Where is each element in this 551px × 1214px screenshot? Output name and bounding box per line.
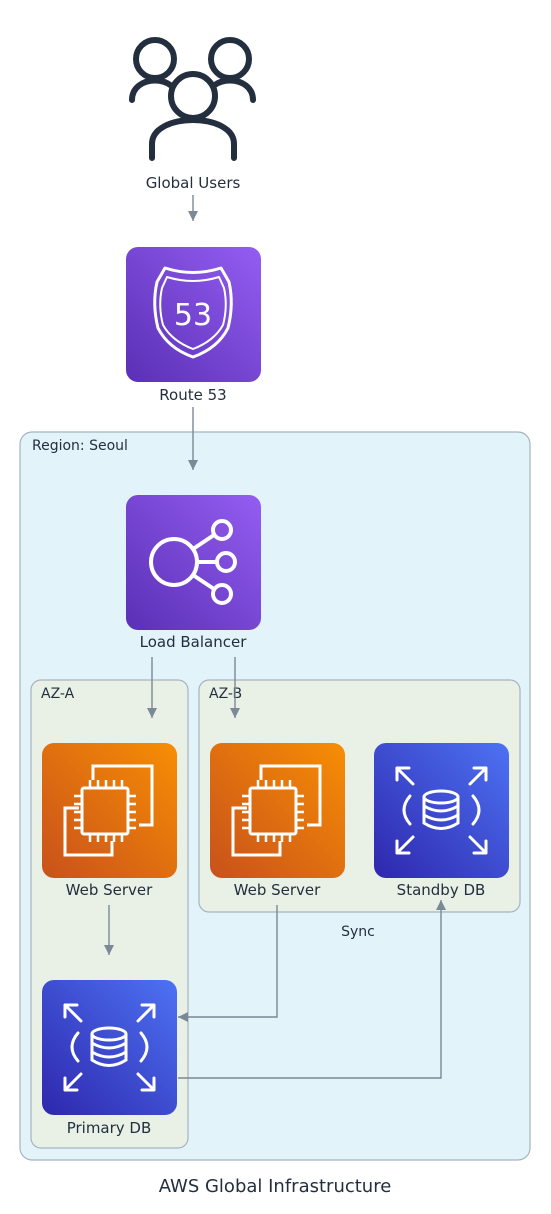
ec2-chip-icon xyxy=(231,764,322,857)
route53-label: Route 53 xyxy=(159,386,226,404)
diagram-title: AWS Global Infrastructure xyxy=(159,1176,392,1197)
primary-db-node: Primary DB xyxy=(42,980,177,1137)
load-balancer-node: Load Balancer xyxy=(126,495,261,651)
web-server-a-node: Web Server xyxy=(42,743,177,899)
ec2-chip-icon xyxy=(63,764,154,857)
standby-db-node: Standby DB xyxy=(374,743,509,899)
web-server-a-label: Web Server xyxy=(66,881,153,899)
edges xyxy=(104,195,446,1079)
edge-primary-db-to-standby-db-sync xyxy=(178,900,446,1079)
az-a-label: AZ-A xyxy=(41,686,75,702)
standby-db-label: Standby DB xyxy=(397,881,486,899)
web-server-b-label: Web Server xyxy=(234,881,321,899)
region-label: Region: Seoul xyxy=(32,438,128,454)
rds-database-icon xyxy=(395,766,488,855)
global-users-label: Global Users xyxy=(146,174,241,192)
route53-node: 53 Route 53 xyxy=(126,247,261,404)
rds-database-icon xyxy=(63,1003,156,1092)
load-balancer-label: Load Balancer xyxy=(140,633,248,651)
route53-badge-number: 53 xyxy=(174,298,212,333)
web-server-b-node: Web Server xyxy=(210,743,345,899)
az-b-label: AZ-B xyxy=(209,686,242,702)
primary-db-label: Primary DB xyxy=(67,1119,152,1137)
sync-edge-label: Sync xyxy=(341,924,375,940)
edge-web-server-b-to-primary-db xyxy=(178,905,278,1022)
global-users-node: Global Users xyxy=(129,37,256,192)
route53-shield-icon xyxy=(153,266,233,359)
load-balancer-icon xyxy=(149,519,237,605)
users-icon xyxy=(129,37,256,161)
